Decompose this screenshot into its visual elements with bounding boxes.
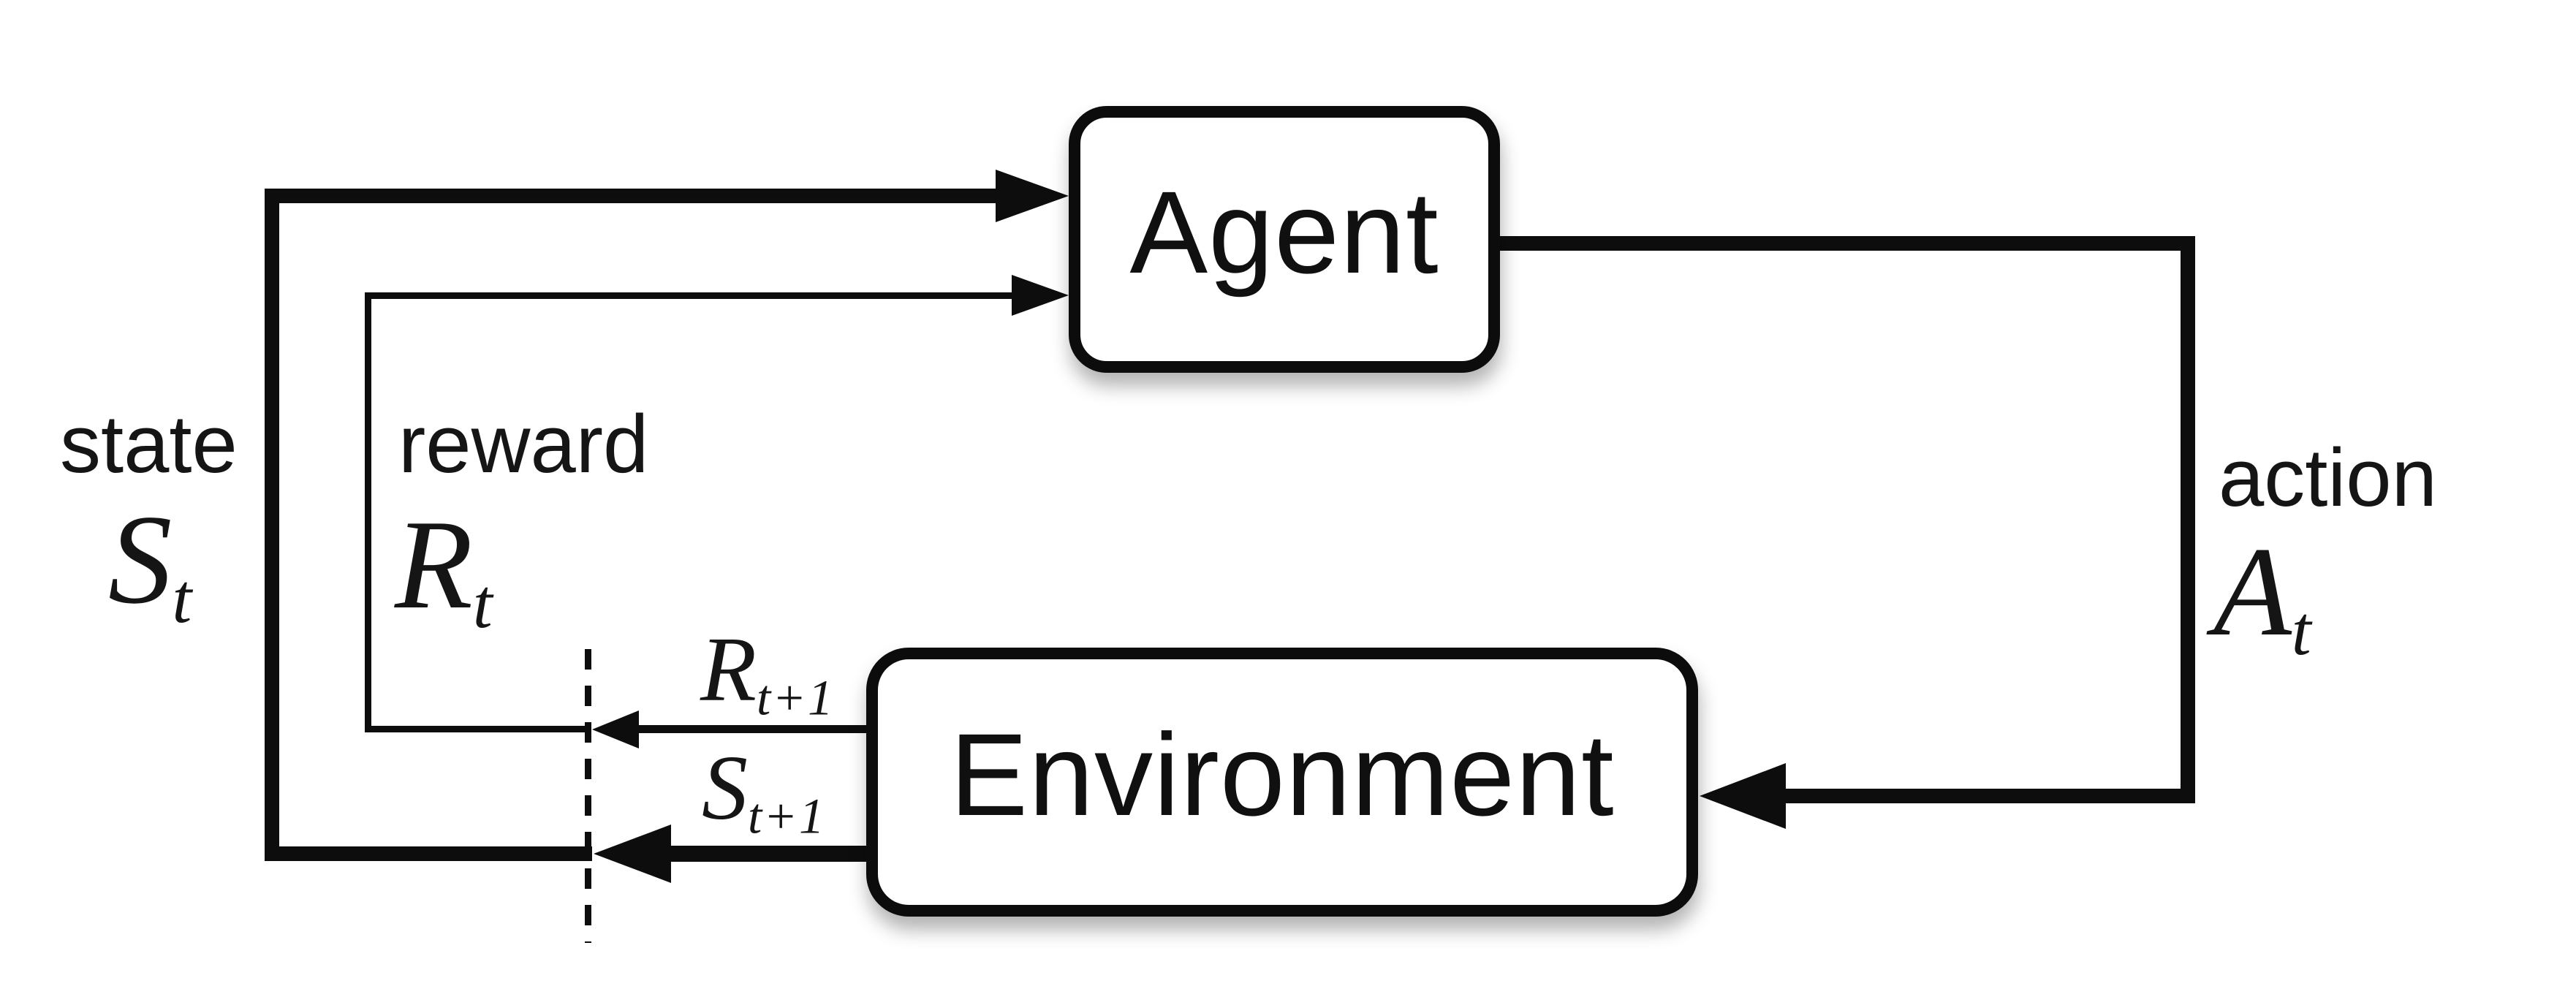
- environment-label: Environment: [950, 709, 1615, 840]
- action-loop-bottom-line: [1786, 789, 2195, 803]
- reward-arrowhead-icon: [1012, 275, 1069, 316]
- action-loop-top-line: [1497, 236, 2195, 251]
- reward-label: reward: [398, 398, 649, 490]
- next-state-symbol-sub: t+1: [748, 787, 826, 844]
- agent-node: Agent: [1069, 106, 1500, 373]
- next-state-line: [670, 846, 879, 862]
- state-label: state: [60, 398, 238, 490]
- state-loop-top-line: [265, 189, 996, 203]
- reward-loop-left-line: [365, 292, 371, 732]
- time-boundary-dashed-line: [585, 649, 591, 943]
- reward-symbol: Rt: [395, 501, 494, 639]
- next-state-symbol-base: S: [702, 738, 748, 839]
- state-arrowhead-icon: [996, 170, 1069, 222]
- next-state-symbol: St+1: [702, 743, 826, 841]
- action-loop-right-line: [2181, 236, 2195, 803]
- reward-loop-top-line: [365, 292, 1015, 299]
- next-state-arrowhead-icon: [594, 824, 671, 883]
- state-symbol-sub: t: [172, 558, 194, 637]
- environment-node: Environment: [866, 648, 1698, 917]
- next-reward-symbol-base: R: [700, 619, 757, 721]
- reward-loop-bottom-line: [365, 726, 588, 732]
- state-loop-left-line: [265, 189, 279, 861]
- next-reward-symbol-sub: t+1: [756, 669, 835, 726]
- state-loop-bottom-line: [265, 846, 592, 861]
- agent-label: Agent: [1129, 166, 1439, 297]
- next-reward-arrowhead-icon: [592, 710, 639, 748]
- action-symbol: At: [2213, 528, 2313, 666]
- reward-symbol-sub: t: [472, 564, 494, 642]
- state-symbol-base: S: [108, 488, 173, 630]
- reward-symbol-base: R: [395, 493, 473, 635]
- state-symbol: St: [108, 496, 193, 634]
- next-reward-line: [637, 725, 879, 733]
- next-reward-symbol: Rt+1: [700, 624, 835, 723]
- action-symbol-base: A: [2213, 520, 2292, 662]
- action-arrowhead-icon: [1700, 763, 1786, 829]
- action-label: action: [2219, 432, 2437, 523]
- action-symbol-sub: t: [2291, 591, 2313, 670]
